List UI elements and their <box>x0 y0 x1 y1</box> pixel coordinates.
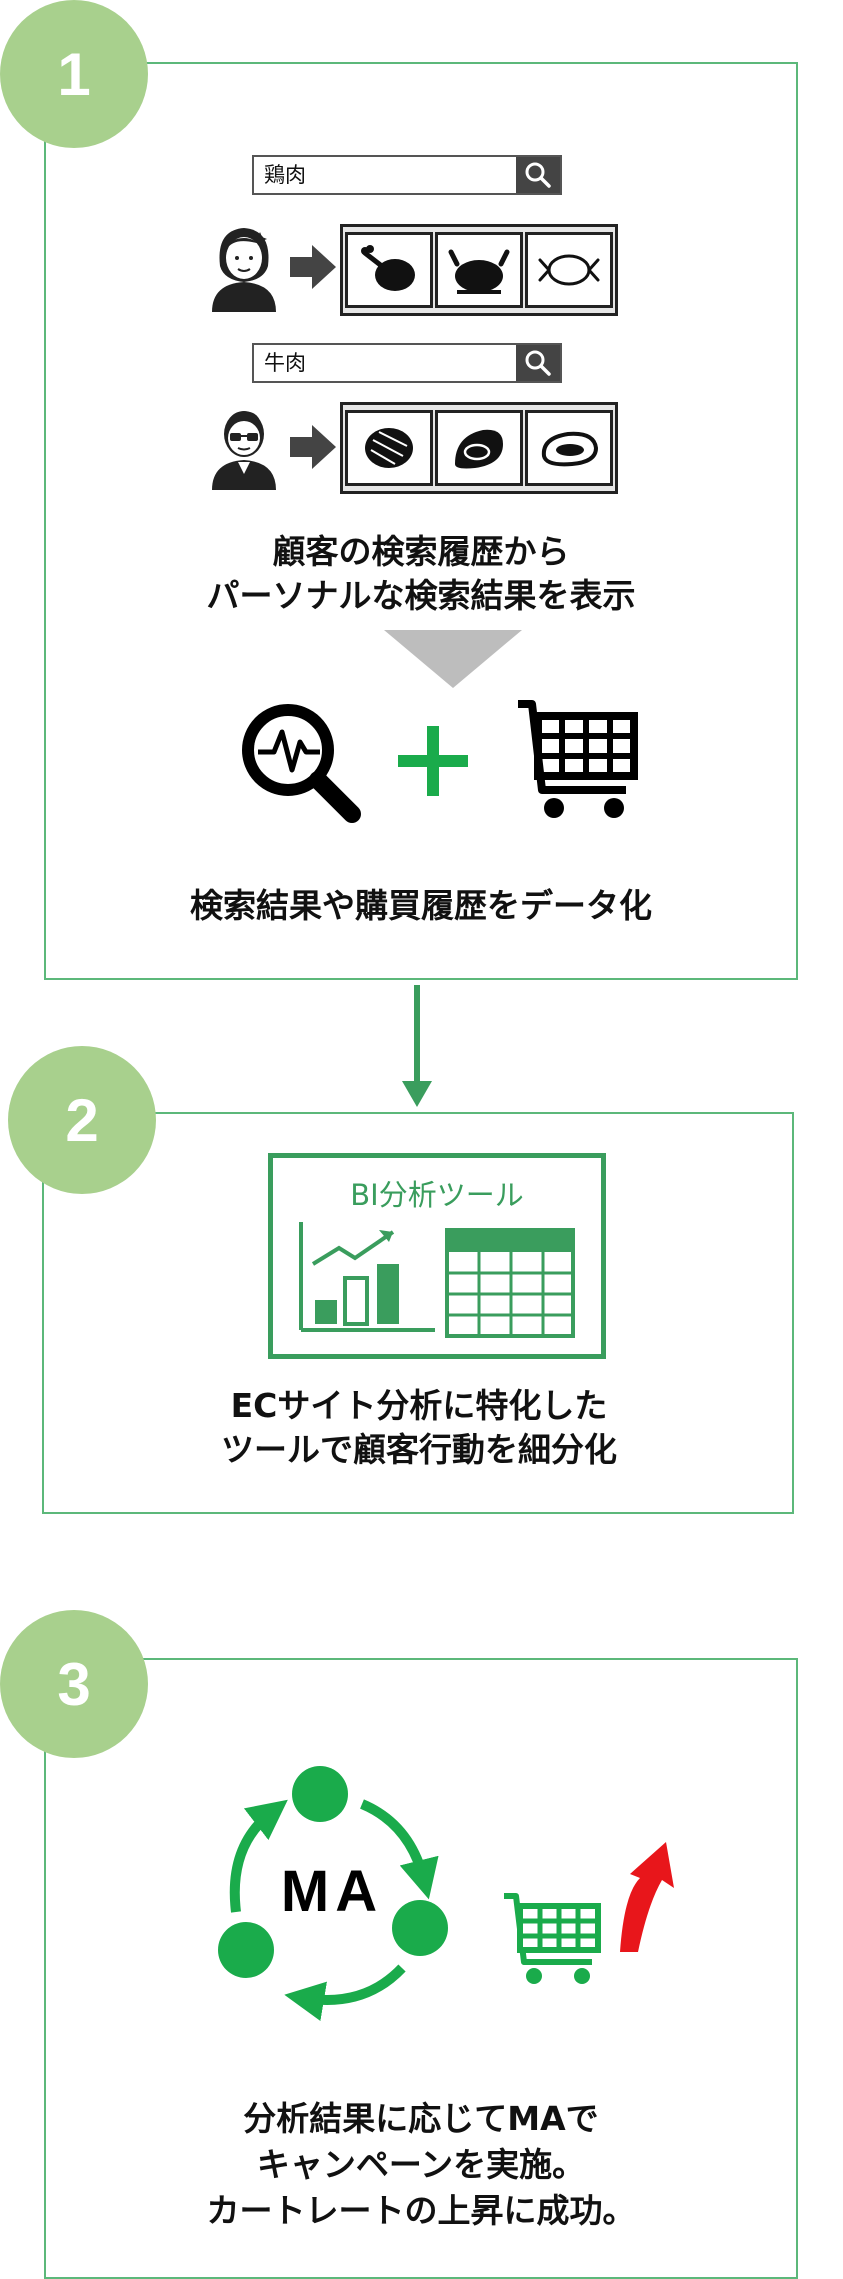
woman-avatar-icon <box>202 222 286 312</box>
step1-panel <box>44 62 798 980</box>
beef-results-tray <box>340 402 618 494</box>
plus-icon <box>398 726 468 796</box>
whole-chicken-icon <box>525 232 613 308</box>
step2-headline: ECサイト分析に特化した ツールで顧客行動を細分化 <box>58 1384 780 1472</box>
ma-cycle-diagram: MA <box>214 1762 460 2022</box>
step3-headline: 分析結果に応じてMAで キャンペーンを実施。 カートレートの上昇に成功。 <box>60 2096 782 2234</box>
step2-panel <box>42 1112 794 1514</box>
search-text-beef: 牛肉 <box>264 351 306 375</box>
step2-badge: 2 <box>8 1046 156 1194</box>
step3-badge: 3 <box>0 1610 148 1758</box>
step3-headline-line2: キャンペーンを実施。 <box>256 2145 586 2184</box>
down-triangle-icon <box>384 630 522 688</box>
step2-headline-line1: ECサイト分析に特化した <box>230 1386 608 1425</box>
step2-headline-line2: ツールで顧客行動を細分化 <box>221 1430 617 1469</box>
step3-headline-line3: カートレートの上昇に成功。 <box>206 2191 636 2230</box>
step1-headline: 顧客の検索履歴から パーソナルな検索結果を表示 <box>60 530 782 618</box>
step3-headline-line1: 分析結果に応じてMAで <box>243 2099 599 2138</box>
beef-cut-icon <box>435 410 523 486</box>
steak-icon <box>345 410 433 486</box>
chicken-results-tray <box>340 224 618 316</box>
search-text-chicken: 鶏肉 <box>264 163 306 187</box>
search-box-beef: 牛肉 <box>252 343 562 383</box>
green-cart-icon <box>500 1888 604 1988</box>
shopping-cart-icon <box>514 694 644 824</box>
search-icon <box>516 345 560 381</box>
bi-tool-card: BI分析ツール <box>268 1153 606 1359</box>
arrow-right-icon <box>290 245 336 289</box>
search-icon <box>516 157 560 193</box>
up-arrow-icon <box>614 1838 680 1954</box>
man-avatar-icon <box>202 400 286 490</box>
bi-tool-label: BI分析ツール <box>350 1178 524 1212</box>
step-down-arrow <box>402 985 432 1107</box>
bi-bar-chart-icon <box>297 1220 437 1338</box>
roast-chicken-icon <box>435 232 523 308</box>
step1-badge: 1 <box>0 0 148 148</box>
step1-headline-line1: 顧客の検索履歴から <box>272 532 570 571</box>
arrow-right-icon <box>290 425 336 469</box>
meat-slice-icon <box>525 410 613 486</box>
bi-table-icon <box>445 1228 575 1338</box>
step3-panel <box>44 1658 798 2279</box>
ma-cycle-arrows-icon <box>218 1766 448 2022</box>
chicken-leg-icon <box>345 232 433 308</box>
ma-label: MA <box>280 1859 384 1924</box>
step1-caption: 検索結果や購買履歴をデータ化 <box>190 886 652 925</box>
search-box-chicken: 鶏肉 <box>252 155 562 195</box>
step1-headline-line2: パーソナルな検索結果を表示 <box>206 576 636 615</box>
magnifier-pulse-icon <box>236 698 364 826</box>
